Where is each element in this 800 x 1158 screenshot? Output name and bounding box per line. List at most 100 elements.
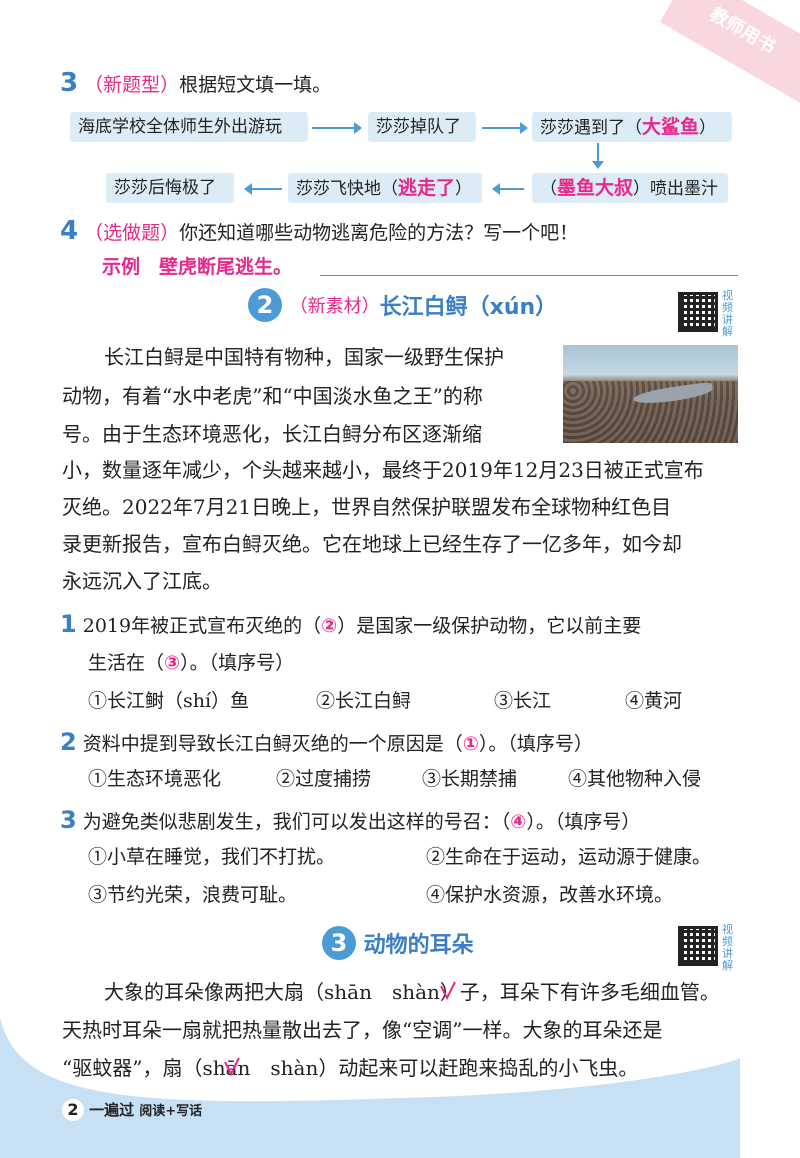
flow-arrow-3 <box>592 143 604 169</box>
section2-number: 2 <box>248 288 282 322</box>
s2-q1-line-2: 生活在（③）。（填序号） <box>88 654 294 673</box>
s2-q3-line-1: 3 为避免类似悲剧发生，我们可以发出这样的号召：（④）。（填序号） <box>60 808 640 832</box>
checkmark-1 <box>440 981 456 1001</box>
s2-q1-answer-2: ③ <box>164 652 181 674</box>
s2-q1-line2-post: ）。（填序号） <box>180 652 295 674</box>
s2-q3-option-3: ③节约光荣，浪费可耻。 <box>88 884 298 906</box>
sturgeon-photo <box>563 345 738 443</box>
s2-q2-text-pre: 资料中提到导致长江白鲟灭绝的一个原因是（ <box>82 733 463 755</box>
s2-q1-answer-1: ② <box>321 615 338 637</box>
s2-q2-text-post: ）。（填序号） <box>478 733 593 755</box>
q4-number: 4 <box>60 216 79 246</box>
q3-tag: （新题型） <box>84 74 180 96</box>
section3-title: 动物的耳朵 <box>363 933 474 958</box>
flow-box-2: 莎莎掉队了 <box>368 112 476 142</box>
s2-q1-text-pre: 2019年被正式宣布灭绝的（ <box>82 615 322 637</box>
section3-header: 3 动物的耳朵 <box>322 926 474 960</box>
flow-box-3: 莎莎遇到了（大鲨鱼） <box>532 112 732 142</box>
s3-line-3: “驱蚊器”，扇（shān shàn）动起来可以赶跑来捣乱的小飞虫。 <box>62 1058 638 1078</box>
s3-line3-pre: “驱蚊器”，扇（ <box>62 1056 203 1080</box>
s2-q2-option-4: ④其他物种入侵 <box>568 768 702 790</box>
s2-para-line-7: 永远沉入了江底。 <box>62 569 222 593</box>
flow-arrow-4 <box>492 183 524 195</box>
flow-box-5: 莎莎飞快地（逃走了） <box>288 173 482 203</box>
section-divider <box>320 275 738 276</box>
flow-box-5-pre: 莎莎飞快地（ <box>296 179 398 199</box>
s2-q1-option-1: ①长江鲥（shí）鱼 <box>88 690 250 712</box>
flow-box-1: 海底学校全体师生外出游玩 <box>70 112 308 142</box>
flow-box-3-post: ） <box>699 118 717 138</box>
flow-box-1-text: 海底学校全体师生外出游玩 <box>78 117 282 137</box>
section2-title: 长江白鲟（xún） <box>379 295 558 320</box>
s3-line3-post: shàn）动起来可以赶跑来捣乱的小飞虫。 <box>270 1056 639 1080</box>
s2-para-line-5: 灭绝。2022年7月21日晚上，世界自然保护联盟发布全球物种红色目 <box>62 495 672 519</box>
brand-name: 一遍过 <box>89 1101 135 1119</box>
s2-q1-number: 1 <box>60 610 77 638</box>
s2-q1-line2-pre: 生活在（ <box>88 652 165 674</box>
section3-qr-label: 视频讲解 <box>722 923 733 972</box>
flow-box-3-answer: 大鲨鱼 <box>642 116 700 138</box>
footer-label: 2 一遍过 阅读+写话 <box>62 1099 202 1121</box>
s2-q2-answer: ① <box>462 733 479 755</box>
s2-q1-text-post: ）是国家一级保护动物，它以前主要 <box>337 615 642 637</box>
brand-sub: 阅读+写话 <box>139 1104 203 1119</box>
flow-box-6-text: 莎莎后悔极了 <box>114 178 216 198</box>
s3-line-1: 大象的耳朵像两把大扇（shān shàn）子，耳朵下有许多毛细血管。 <box>104 982 720 1002</box>
flow-arrow-5 <box>244 183 282 195</box>
s2-q3-number: 3 <box>60 806 77 834</box>
flow-box-6: 莎莎后悔极了 <box>106 173 234 203</box>
flow-box-4: （墨鱼大叔）喷出墨汁 <box>532 173 728 203</box>
q4-prompt: 你还知道哪些动物逃离危险的方法？写一个吧！ <box>179 222 579 244</box>
flow-box-2-text: 莎莎掉队了 <box>376 117 461 137</box>
section2-qr-code[interactable] <box>678 292 718 332</box>
s2-q1-option-3: ③长江 <box>494 690 552 712</box>
s3-line-2: 天热时耳朵一扇就把热量散出去了，像“空调”一样。大象的耳朵还是 <box>62 1018 663 1042</box>
flow-box-4-answer: 墨鱼大叔 <box>557 177 634 199</box>
flow-box-5-answer: 逃走了 <box>398 177 456 199</box>
corner-stamp-text: 教师用书 <box>706 3 779 59</box>
s2-q2-option-1: ①生态环境恶化 <box>88 768 222 790</box>
s2-para-line-3: 号。由于生态环境恶化，长江白鲟分布区逐渐缩 <box>62 422 482 446</box>
section3-number: 3 <box>322 926 356 960</box>
s2-q2-number: 2 <box>60 728 77 756</box>
s2-q3-option-4: ④保护水资源，改善水环境。 <box>426 884 674 906</box>
s2-q1-line-1: 1 2019年被正式宣布灭绝的（②）是国家一级保护动物，它以前主要 <box>60 612 641 636</box>
s3-line3-choice: shān <box>202 1056 251 1080</box>
s2-para-line-2: 动物，有着“水中老虎”和“中国淡水鱼之王”的称 <box>62 384 483 408</box>
section3-qr-code[interactable] <box>678 926 718 966</box>
page-number: 2 <box>62 1099 84 1121</box>
corner-ribbon: 教师用书 <box>660 0 800 122</box>
q3-prompt: 根据短文填一填。 <box>179 74 332 96</box>
s3-line1-post: ）子，耳朵下有许多毛细血管。 <box>439 980 720 1004</box>
section2-header: 2 （新素材）长江白鲟（xún） <box>248 288 557 322</box>
s2-q3-option-1: ①小草在睡觉，我们不打扰。 <box>88 846 336 868</box>
flow-arrow-2 <box>482 122 528 134</box>
s2-q3-answer: ④ <box>510 811 527 833</box>
s2-q1-option-2: ②长江白鲟 <box>316 690 412 712</box>
s2-q1-option-4: ④黄河 <box>625 690 683 712</box>
s3-line1-pre: 大象的耳朵像两把大扇（shān <box>104 980 372 1004</box>
footer-wave <box>0 1018 740 1158</box>
q4-heading: 4 （选做题）你还知道哪些动物逃离危险的方法？写一个吧！ <box>60 218 578 244</box>
s2-q2-option-2: ②过度捕捞 <box>276 768 372 790</box>
flow-box-4-post: ）喷出墨汁 <box>633 179 719 199</box>
section2-tag: （新素材） <box>289 296 380 317</box>
s2-para-line-6: 录更新报告，宣布白鲟灭绝。它在地球上已经生存了一亿多年，如今却 <box>62 532 682 556</box>
s2-q3-text-pre: 为避免类似悲剧发生，我们可以发出这样的号召：（ <box>82 811 511 833</box>
q4-tag: （选做题） <box>84 222 180 244</box>
checkmark-2 <box>224 1057 240 1077</box>
s3-line1-choice: shàn <box>391 980 440 1004</box>
s2-q3-text-post: ）。（填序号） <box>526 811 641 833</box>
flow-box-3-pre: 莎莎遇到了（ <box>540 118 642 138</box>
s2-q2-option-3: ③长期禁捕 <box>422 768 518 790</box>
s2-q3-option-2: ②生命在于运动，运动源于健康。 <box>426 846 712 868</box>
s2-q2-line-1: 2 资料中提到导致长江白鲟灭绝的一个原因是（①）。（填序号） <box>60 730 593 754</box>
s2-para-line-4: 小，数量逐年减少，个头越来越小，最终于2019年12月23日被正式宣布 <box>62 458 704 482</box>
section2-qr-label: 视频讲解 <box>722 289 733 338</box>
flow-box-5-post: ） <box>455 179 473 199</box>
flow-box-4-pre: （ <box>540 179 557 199</box>
q4-answer: 示例 壁虎断尾逃生。 <box>102 256 293 278</box>
s2-para-line-1: 长江白鲟是中国特有物种，国家一级野生保护 <box>104 345 504 369</box>
q3-number: 3 <box>60 68 79 98</box>
flow-arrow-1 <box>312 122 362 134</box>
